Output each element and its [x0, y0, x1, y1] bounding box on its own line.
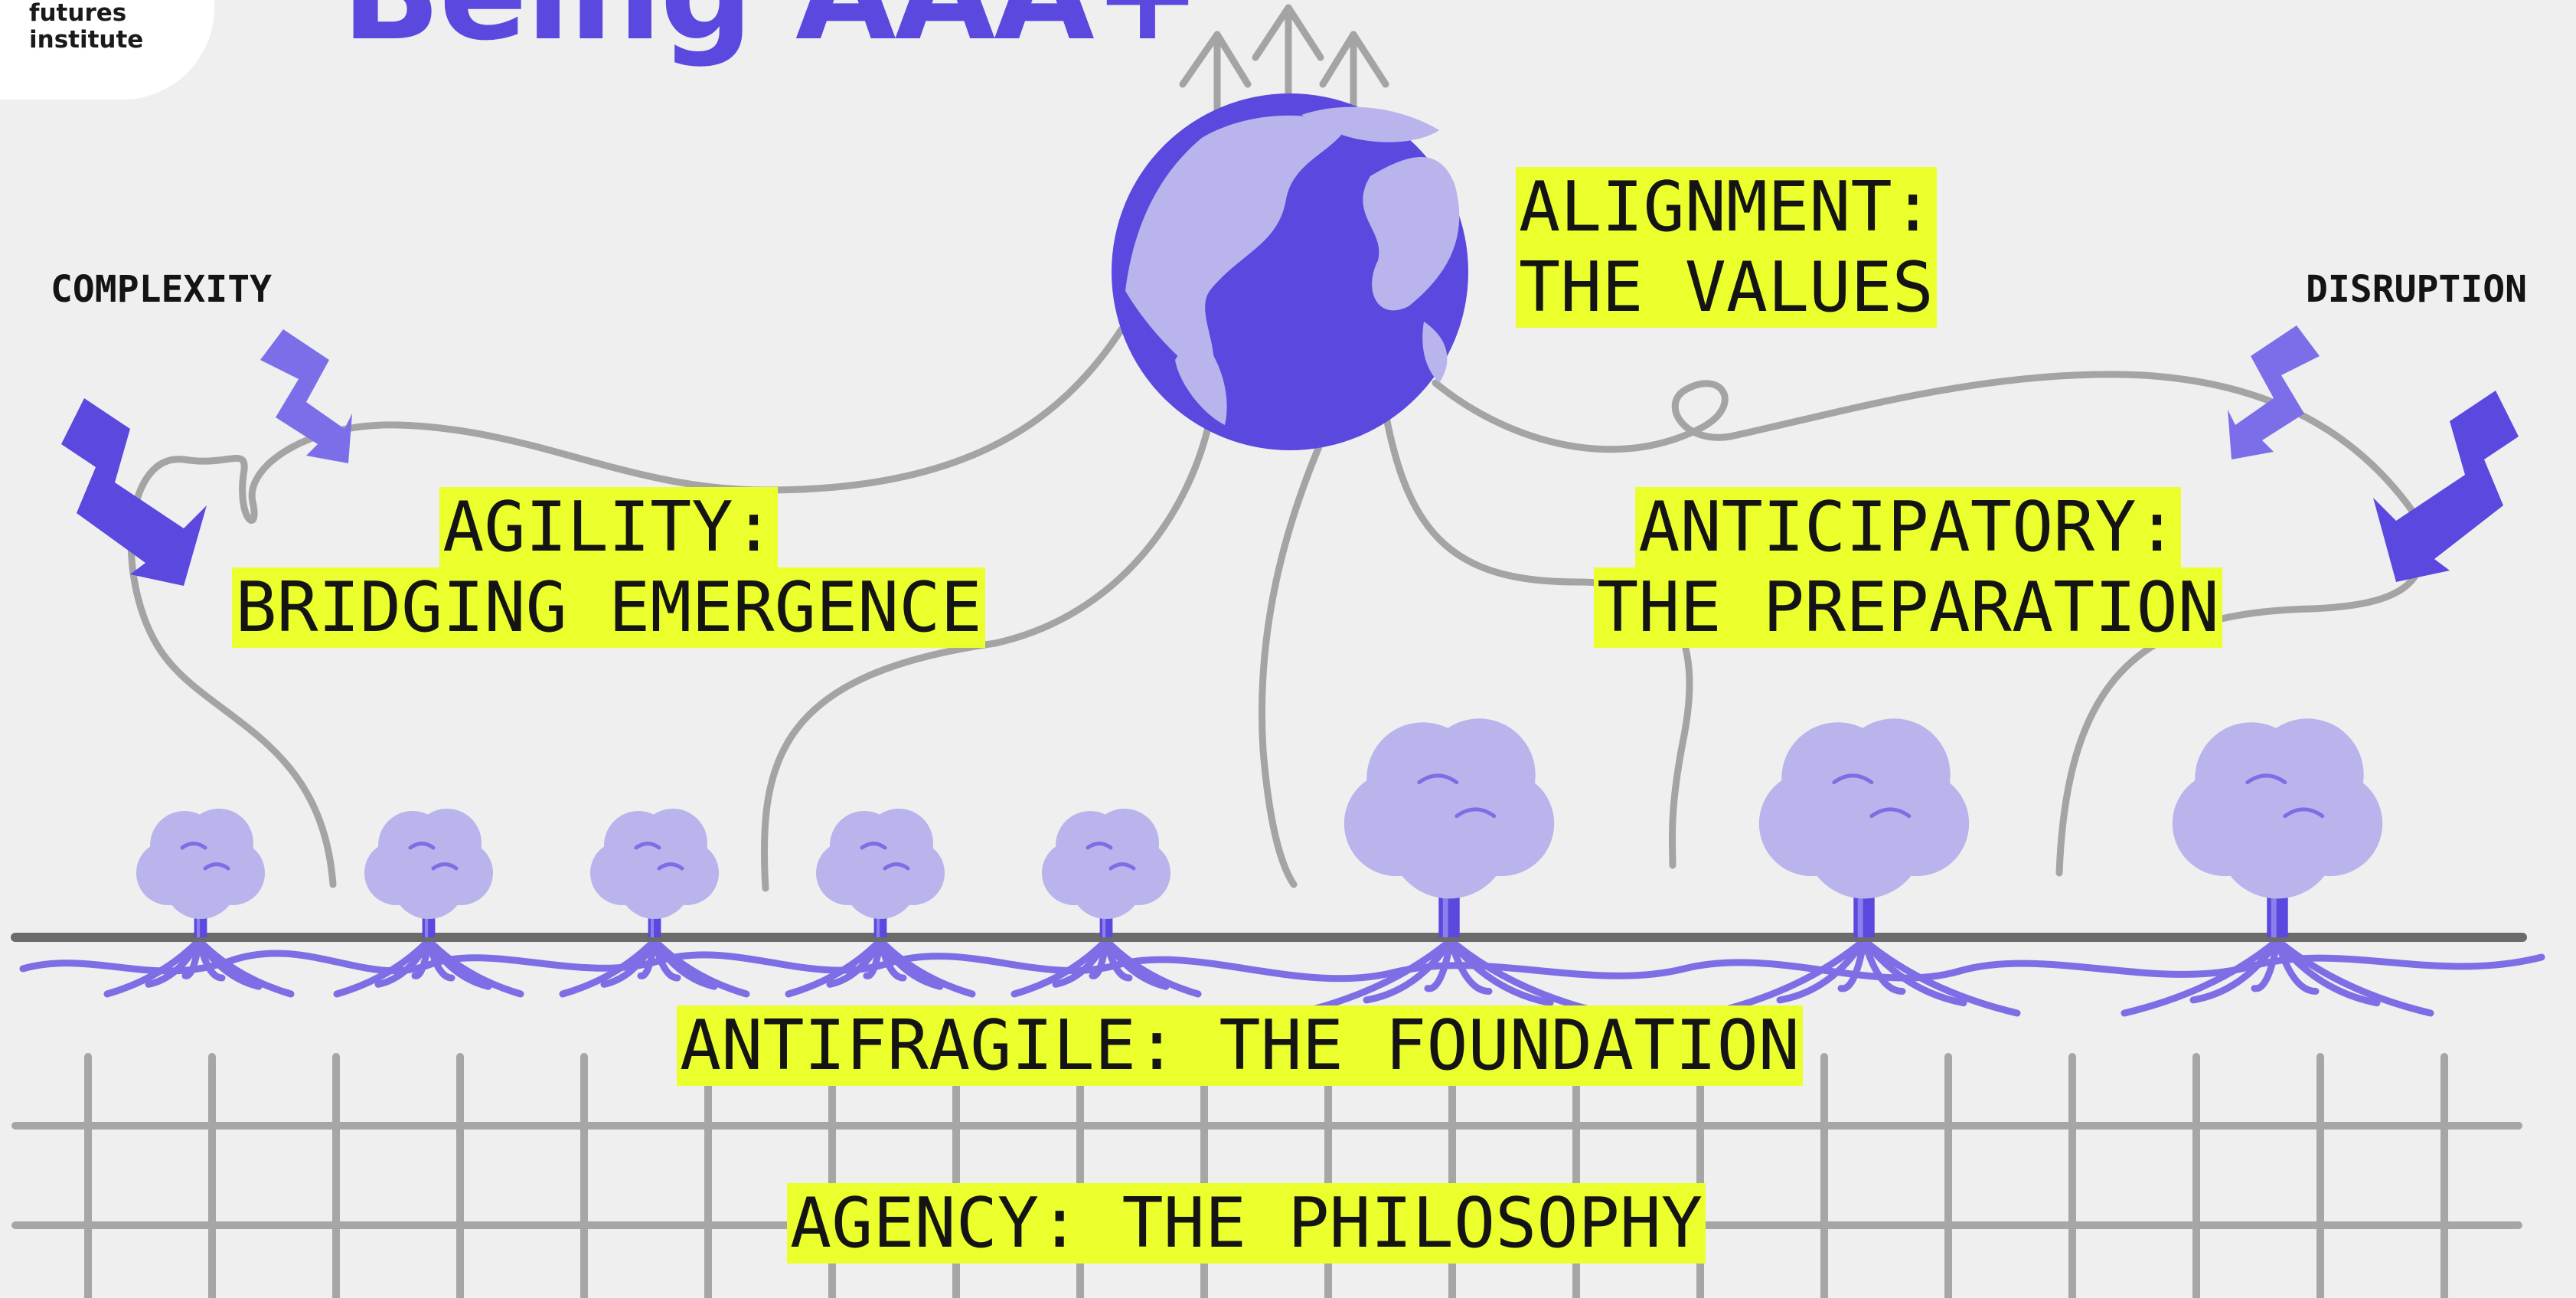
lightning-icon	[61, 325, 2519, 586]
agency-label: AGENCY: THE PHILOSOPHY	[787, 1183, 1706, 1264]
antifragile-label-text: ANTIFRAGILE: THE FOUNDATION	[677, 1005, 1803, 1086]
logo-line-1: futures	[29, 0, 127, 27]
tree-icon	[816, 809, 945, 937]
alignment-label-line-2: THE VALUES	[1516, 247, 1937, 328]
disruption-label: DISRUPTION	[2306, 268, 2527, 311]
connecting-strings	[127, 325, 2427, 892]
tree-icon	[136, 718, 2383, 937]
globe-icon	[1112, 93, 1468, 450]
tree-icon	[1758, 718, 1970, 937]
agility-label-line-2: BRIDGING EMERGENCE	[232, 567, 985, 648]
complexity-label: COMPLEXITY	[51, 268, 272, 311]
logo-line-2: institute	[29, 26, 144, 54]
anticipatory-label-line-1: ANTICIPATORY:	[1635, 487, 2181, 567]
anticipatory-label: ANTICIPATORY: THE PREPARATION	[1581, 487, 2235, 648]
roots-icon	[11, 933, 2545, 1017]
tree-icon	[1344, 718, 1555, 937]
tree-icon	[364, 809, 493, 937]
antifragile-label: ANTIFRAGILE: THE FOUNDATION	[677, 1005, 1803, 1086]
alignment-label-line-1: ALIGNMENT:	[1516, 167, 1937, 247]
tree-icon	[1042, 809, 1170, 937]
page-title: Being AAA+	[341, 0, 1202, 70]
logo[interactable]: futures institute	[29, 0, 143, 54]
agility-label-line-1: AGILITY:	[439, 487, 778, 567]
tree-icon	[2172, 718, 2383, 937]
tree-icon	[590, 809, 719, 937]
anticipatory-label-line-2: THE PREPARATION	[1594, 567, 2222, 648]
alignment-label: ALIGNMENT: THE VALUES	[1516, 167, 1937, 328]
agency-label-text: AGENCY: THE PHILOSOPHY	[787, 1183, 1706, 1264]
tree-icon	[136, 809, 265, 937]
agility-label: AGILITY: BRIDGING EMERGENCE	[214, 487, 1003, 648]
